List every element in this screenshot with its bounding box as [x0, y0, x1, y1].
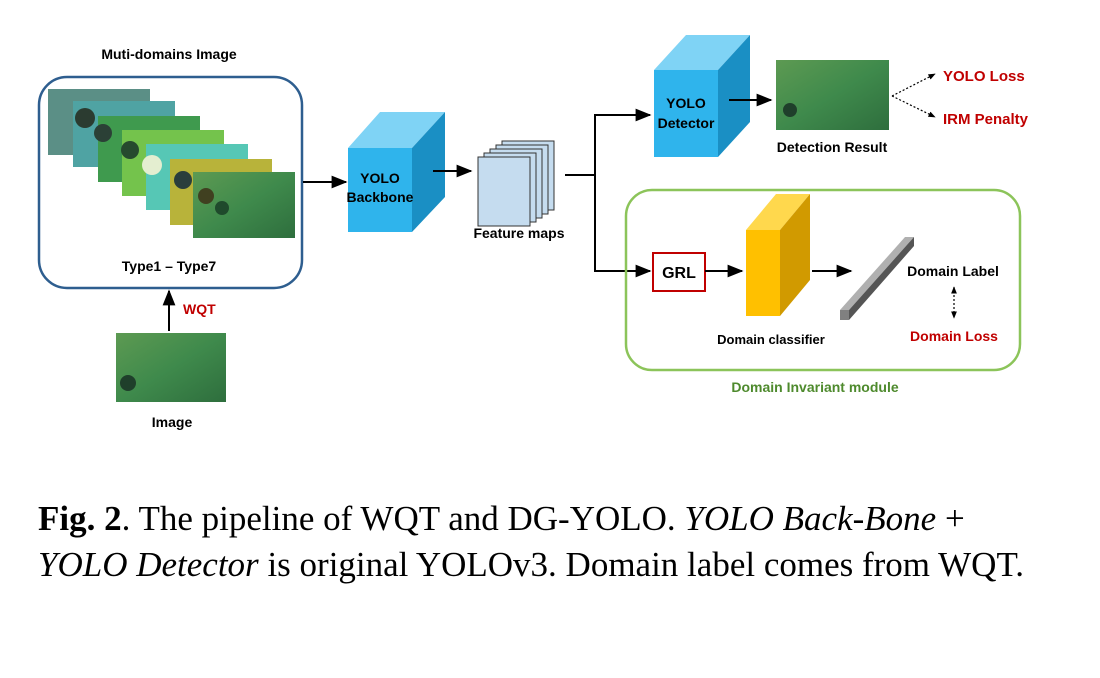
caption-text-3: is original YOLOv3. Domain label comes f…	[258, 545, 1024, 584]
yolo-loss-label: YOLO Loss	[943, 68, 1025, 85]
multi-domain-image-stack	[48, 89, 295, 238]
detector-label-line2: Detector	[658, 115, 715, 131]
domain-invariant-label: Domain Invariant module	[731, 379, 898, 395]
domain-classifier-block	[746, 194, 810, 316]
loss-arrows	[891, 73, 936, 118]
image-label: Image	[152, 414, 193, 430]
multi-domains-box	[37, 75, 304, 290]
backbone-label-line1: YOLO	[360, 170, 400, 186]
multi-domains-title: Muti-domains Image	[101, 46, 237, 62]
caption-text-2: +	[936, 499, 965, 538]
irm-penalty-label: IRM Penalty	[943, 111, 1029, 128]
detection-result-image	[776, 60, 889, 130]
grl-box	[652, 252, 706, 292]
feature-maps-label: Feature maps	[473, 225, 564, 241]
multi-domains-types: Type1 – Type7	[122, 258, 217, 274]
domain-classifier-label: Domain classifier	[717, 332, 825, 347]
caption-italic-2: YOLO Detector	[38, 545, 259, 584]
wqt-label: WQT	[183, 301, 216, 317]
grl-label: GRL	[662, 265, 696, 282]
detection-result-detail	[783, 103, 797, 117]
domain-label-text: Domain Label	[907, 263, 999, 279]
figure-caption: Fig. 2. The pipeline of WQT and DG-YOLO.…	[38, 496, 1048, 588]
caption-separator: .	[121, 499, 139, 538]
caption-text-1: The pipeline of WQT and DG-YOLO.	[138, 499, 685, 538]
domain-output-bar	[840, 237, 914, 320]
input-image-detail	[120, 375, 136, 391]
detection-result-label: Detection Result	[777, 139, 888, 155]
pipeline-diagram: Muti-domains Image Type1 – Type7 WQT Ima…	[37, 35, 1029, 430]
backbone-label-line2: Backbone	[347, 189, 414, 205]
caption-italic-1: YOLO Back-Bone	[684, 499, 937, 538]
yolo-backbone-cube	[348, 112, 445, 232]
branch-connector	[565, 108, 652, 278]
input-image	[116, 333, 226, 402]
yolo-detector-cube	[654, 35, 750, 157]
domain-invariant-box	[624, 188, 1022, 372]
detector-label-line1: YOLO	[666, 95, 706, 111]
feature-maps-stack	[477, 140, 555, 227]
domain-loss-label: Domain Loss	[910, 328, 998, 344]
caption-fig-number: Fig. 2	[38, 499, 122, 538]
